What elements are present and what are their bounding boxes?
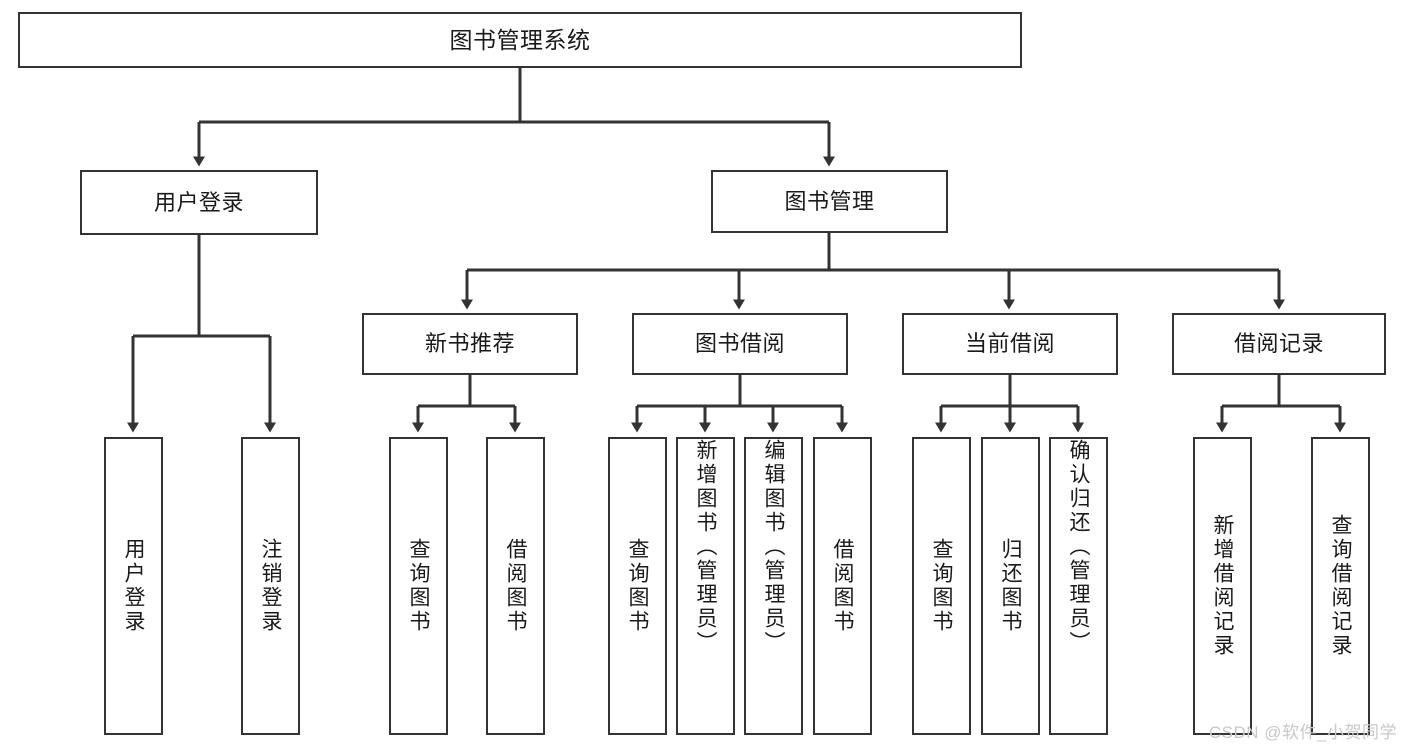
node-new-book-recommend[interactable]: 新书推荐 xyxy=(362,313,578,375)
node-leaf-logout-login-label: 注销登录 xyxy=(259,538,282,634)
node-leaf-logout-login[interactable]: 注销登录 xyxy=(241,437,300,735)
node-leaf-query-book-1-label: 查询图书 xyxy=(407,538,430,634)
node-book-borrow-label: 图书借阅 xyxy=(694,331,785,357)
node-user-login-label: 用户登录 xyxy=(153,189,244,215)
node-leaf-edit-book-label: 编辑图书（管理员） xyxy=(762,439,785,655)
node-leaf-add-book-label: 新增图书（管理员） xyxy=(694,439,717,655)
node-leaf-query-book-2[interactable]: 查询图书 xyxy=(608,437,667,735)
node-borrow-record-label: 借阅记录 xyxy=(1233,331,1324,357)
node-leaf-query-book-2-label: 查询图书 xyxy=(626,538,649,634)
node-book-borrow[interactable]: 图书借阅 xyxy=(632,313,848,375)
node-leaf-confirm-return[interactable]: 确认归还（管理员） xyxy=(1049,437,1108,735)
node-leaf-borrow-book-1-label: 借阅图书 xyxy=(504,538,527,634)
node-leaf-return-book[interactable]: 归还图书 xyxy=(981,437,1040,735)
node-leaf-edit-book[interactable]: 编辑图书（管理员） xyxy=(744,437,803,735)
node-leaf-add-record-label: 新增借阅记录 xyxy=(1211,514,1234,658)
node-leaf-borrow-book-2-label: 借阅图书 xyxy=(831,538,854,634)
node-leaf-return-book-label: 归还图书 xyxy=(999,538,1022,634)
node-borrow-record[interactable]: 借阅记录 xyxy=(1172,313,1386,375)
node-leaf-borrow-book-2[interactable]: 借阅图书 xyxy=(813,437,872,735)
node-current-borrow[interactable]: 当前借阅 xyxy=(902,313,1118,375)
node-leaf-borrow-book-1[interactable]: 借阅图书 xyxy=(486,437,545,735)
node-root-system-label: 图书管理系统 xyxy=(449,26,591,53)
node-leaf-query-record-label: 查询借阅记录 xyxy=(1329,514,1352,658)
node-root-system[interactable]: 图书管理系统 xyxy=(18,12,1022,68)
node-leaf-confirm-return-label: 确认归还（管理员） xyxy=(1067,439,1090,655)
node-book-management-label: 图书管理 xyxy=(784,188,875,214)
node-leaf-add-record[interactable]: 新增借阅记录 xyxy=(1193,437,1252,735)
node-book-management[interactable]: 图书管理 xyxy=(711,170,948,233)
node-user-login[interactable]: 用户登录 xyxy=(80,170,318,235)
node-leaf-user-login[interactable]: 用户登录 xyxy=(104,437,163,735)
node-leaf-add-book[interactable]: 新增图书（管理员） xyxy=(676,437,735,735)
node-leaf-query-book-1[interactable]: 查询图书 xyxy=(389,437,448,735)
node-current-borrow-label: 当前借阅 xyxy=(964,331,1055,357)
node-leaf-query-record[interactable]: 查询借阅记录 xyxy=(1311,437,1370,735)
node-leaf-user-login-label: 用户登录 xyxy=(122,538,145,634)
node-leaf-query-book-3-label: 查询图书 xyxy=(930,538,953,634)
node-leaf-query-book-3[interactable]: 查询图书 xyxy=(912,437,971,735)
node-new-book-recommend-label: 新书推荐 xyxy=(424,331,515,357)
watermark-text: CSDN @软件_小贺同学 xyxy=(1208,723,1397,742)
